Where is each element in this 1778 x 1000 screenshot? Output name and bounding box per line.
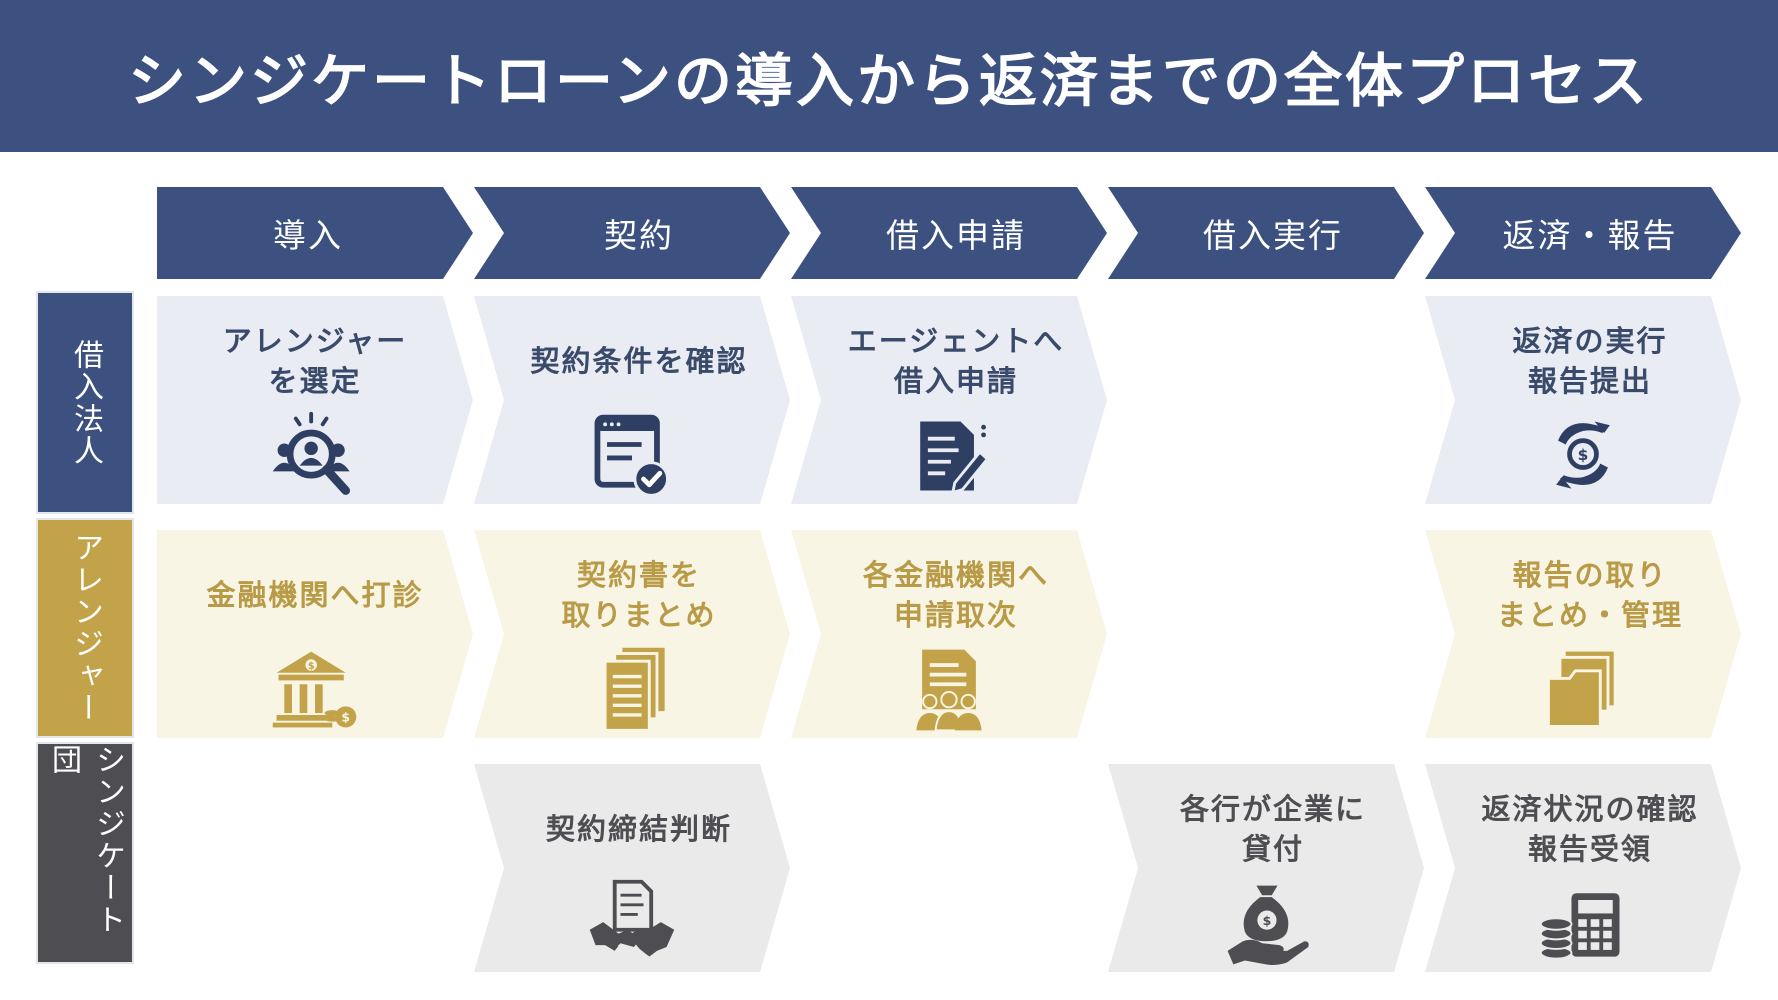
phase-label: 契約	[604, 216, 674, 255]
cell-line: 取りまとめ	[561, 598, 717, 632]
cell-line: 契約締結判断	[545, 812, 732, 846]
hands-money-icon: $	[1535, 408, 1631, 504]
cell-line: まとめ・管理	[1496, 598, 1683, 632]
cell-text: 契約条件を確認	[516, 316, 747, 406]
phase-apply: 借入申請	[791, 187, 1107, 279]
cell-line: エージェントへ	[847, 324, 1065, 358]
cell-line: 申請取次	[893, 598, 1018, 632]
cell-line: 契約条件を確認	[530, 344, 748, 378]
cell-line: 返済状況の確認	[1481, 792, 1699, 826]
cell-syndicate-contract: 契約締結判断	[474, 764, 790, 972]
row-label-syndicate: シンジケート団	[38, 744, 132, 962]
cell-line: 返済の実行	[1512, 324, 1668, 358]
cell-line: 報告の取り	[1512, 558, 1668, 592]
cell-text: 各金融機関へ 申請取次	[849, 550, 1049, 640]
cell-arranger-repay: 報告の取り まとめ・管理	[1425, 530, 1741, 738]
cell-text: 金融機関へ打診	[206, 550, 423, 640]
cell-text: 報告の取り まとめ・管理	[1483, 550, 1683, 640]
phase-label: 導入	[273, 216, 343, 255]
svg-text:$: $	[1263, 913, 1272, 928]
cell-text: エージェントへ 借入申請	[834, 316, 1064, 406]
cell-borrower-apply: エージェントへ 借入申請	[791, 296, 1107, 504]
documents-stack-icon	[584, 642, 680, 738]
cell-arranger-apply: 各金融機関へ 申請取次	[791, 530, 1107, 738]
row-label-borrower: 借入法人	[38, 293, 132, 512]
cell-line: 各行が企業に	[1179, 792, 1366, 826]
cell-text: 返済の実行 報告提出	[1498, 316, 1667, 406]
phase-contract: 契約	[474, 187, 790, 279]
cell-line: 契約書を	[576, 558, 701, 592]
phase-repay: 返済・報告	[1425, 187, 1741, 279]
person-search-icon	[267, 408, 363, 504]
cell-line: 報告受領	[1527, 832, 1652, 866]
folder-icon	[1535, 642, 1631, 738]
svg-text:$: $	[341, 710, 350, 725]
cell-arranger-intro: 金融機関へ打診 $ $	[157, 530, 473, 738]
document-edit-icon	[901, 408, 997, 504]
title-bar: シンジケートローンの導入から返済までの全体プロセス	[0, 0, 1778, 152]
cell-line: を選定	[268, 364, 362, 398]
coins-calculator-icon	[1535, 876, 1631, 972]
svg-text:$: $	[308, 661, 315, 672]
money-bag-hand-icon: $	[1218, 876, 1314, 972]
handshake-icon	[584, 876, 680, 972]
cell-line: アレンジャー	[222, 324, 408, 358]
document-check-icon	[584, 408, 680, 504]
bank-icon: $ $	[267, 642, 363, 738]
page-title: シンジケートローンの導入から返済までの全体プロセス	[127, 47, 1651, 115]
phase-execute: 借入実行	[1108, 187, 1424, 279]
cell-text: 契約締結判断	[532, 784, 732, 874]
document-group-icon	[901, 642, 997, 738]
row-label-arranger: アレンジャー	[38, 520, 132, 736]
cell-borrower-repay: 返済の実行 報告提出 $	[1425, 296, 1741, 504]
phase-label: 返済・報告	[1502, 216, 1678, 255]
svg-text:$: $	[1578, 446, 1589, 464]
cell-text: 各行が企業に 貸付	[1166, 784, 1366, 874]
cell-line: 貸付	[1241, 832, 1304, 866]
cell-syndicate-execute: 各行が企業に 貸付 $	[1108, 764, 1424, 972]
cell-syndicate-repay: 返済状況の確認 報告受領	[1425, 764, 1741, 972]
cell-line: 借入申請	[893, 364, 1018, 398]
cell-line: 報告提出	[1527, 364, 1652, 398]
cell-text: 契約書を 取りまとめ	[547, 550, 716, 640]
cell-line: 各金融機関へ	[862, 558, 1049, 592]
cell-text: 返済状況の確認 報告受領	[1467, 784, 1698, 874]
phase-label: 借入申請	[886, 216, 1026, 255]
phase-label: 借入実行	[1203, 216, 1343, 255]
cell-arranger-contract: 契約書を 取りまとめ	[474, 530, 790, 738]
cell-text: アレンジャー を選定	[223, 316, 408, 406]
phase-intro: 導入	[157, 187, 473, 279]
cell-borrower-intro: アレンジャー を選定	[157, 296, 473, 504]
cell-borrower-contract: 契約条件を確認	[474, 296, 790, 504]
cell-line: 金融機関へ打診	[206, 578, 424, 612]
